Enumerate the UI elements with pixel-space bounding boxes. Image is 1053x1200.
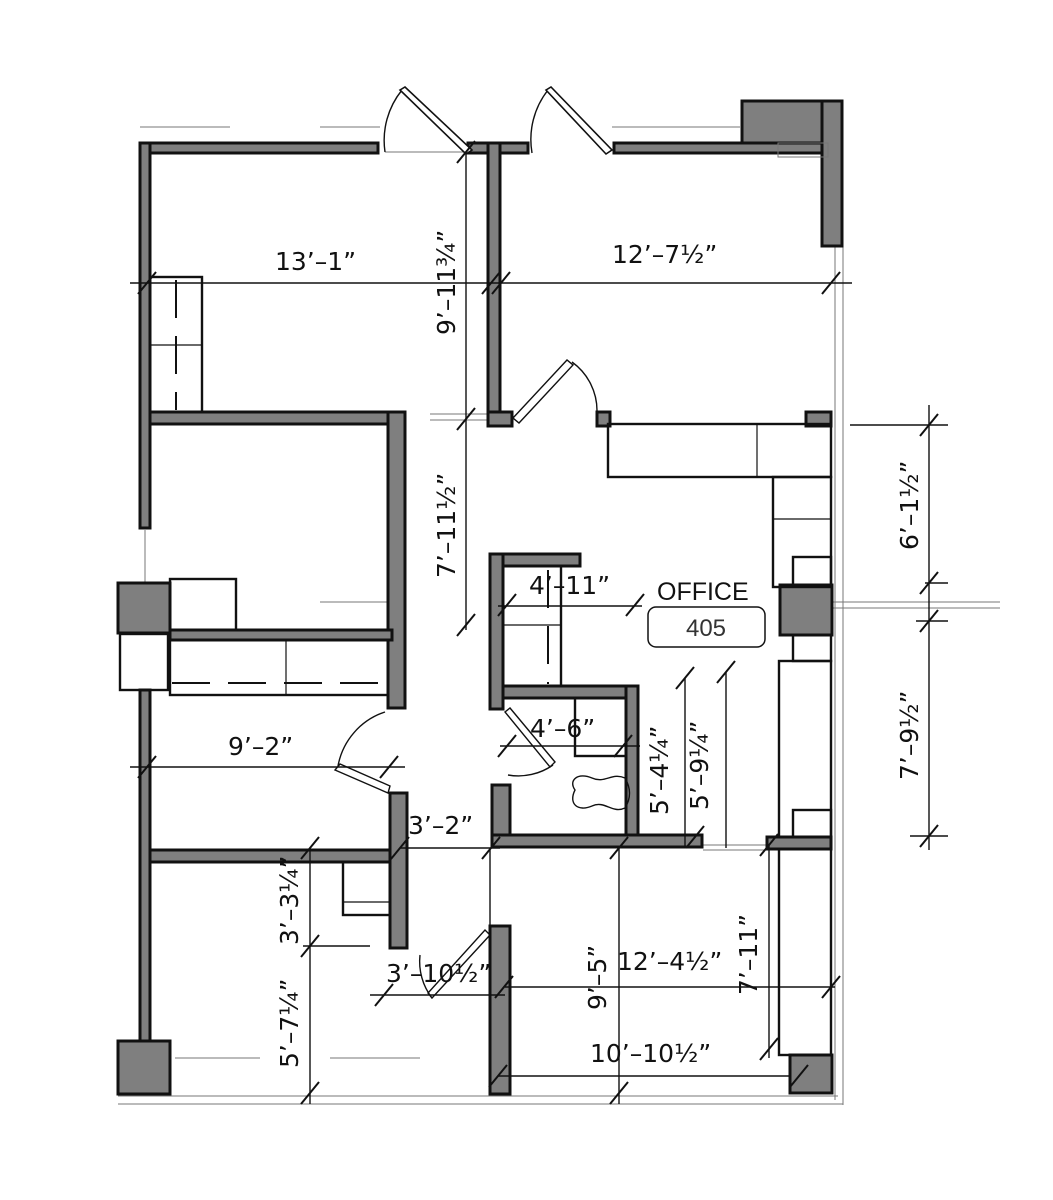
dim-4-6: 4’–6” bbox=[530, 714, 595, 743]
dim-12-4-half: 12’–4½” bbox=[617, 947, 722, 976]
dim-9-11-3q: 9’–11¾” bbox=[432, 230, 461, 335]
dim-3-10-half: 3’–10½” bbox=[386, 959, 491, 988]
dim-4-11: 4’–11” bbox=[529, 571, 610, 600]
millwork bbox=[118, 275, 833, 1057]
reference-lines bbox=[118, 100, 1000, 1105]
doors bbox=[333, 85, 614, 1000]
dim-12-7-half: 12’–7½” bbox=[612, 240, 717, 269]
dim-3-3-q: 3’–3¼” bbox=[275, 856, 304, 945]
dim-5-7-q: 5’–7¼” bbox=[275, 979, 304, 1068]
dim-9-2: 9’–2” bbox=[228, 732, 293, 761]
room-name: OFFICE bbox=[657, 578, 749, 606]
dim-3-2: 3’–2” bbox=[408, 811, 473, 840]
dim-6-1-half: 6’–1½” bbox=[895, 461, 924, 550]
dim-7-9-half: 7’–9½” bbox=[895, 691, 924, 780]
columns bbox=[116, 99, 844, 1096]
dimension-lines bbox=[130, 140, 948, 1105]
room-tag: OFFICE 405 bbox=[647, 578, 766, 648]
dim-5-4-q: 5’–4¼” bbox=[645, 726, 674, 815]
dim-9-5: 9’–5” bbox=[583, 945, 612, 1010]
dim-7-11-half: 7’–11½” bbox=[432, 473, 461, 578]
walls bbox=[138, 141, 833, 1096]
dimension-labels: 13’–1” 12’–7½” 9’–11¾” 7’–11½” 6’–1½” 4’… bbox=[228, 230, 924, 1068]
dim-7-11: 7’–11” bbox=[734, 914, 763, 995]
room-number: 405 bbox=[686, 615, 726, 642]
dim-13-1: 13’–1” bbox=[275, 247, 356, 276]
dim-5-9-q: 5’–9¼” bbox=[685, 721, 714, 810]
dim-10-10-half: 10’–10½” bbox=[590, 1039, 711, 1068]
